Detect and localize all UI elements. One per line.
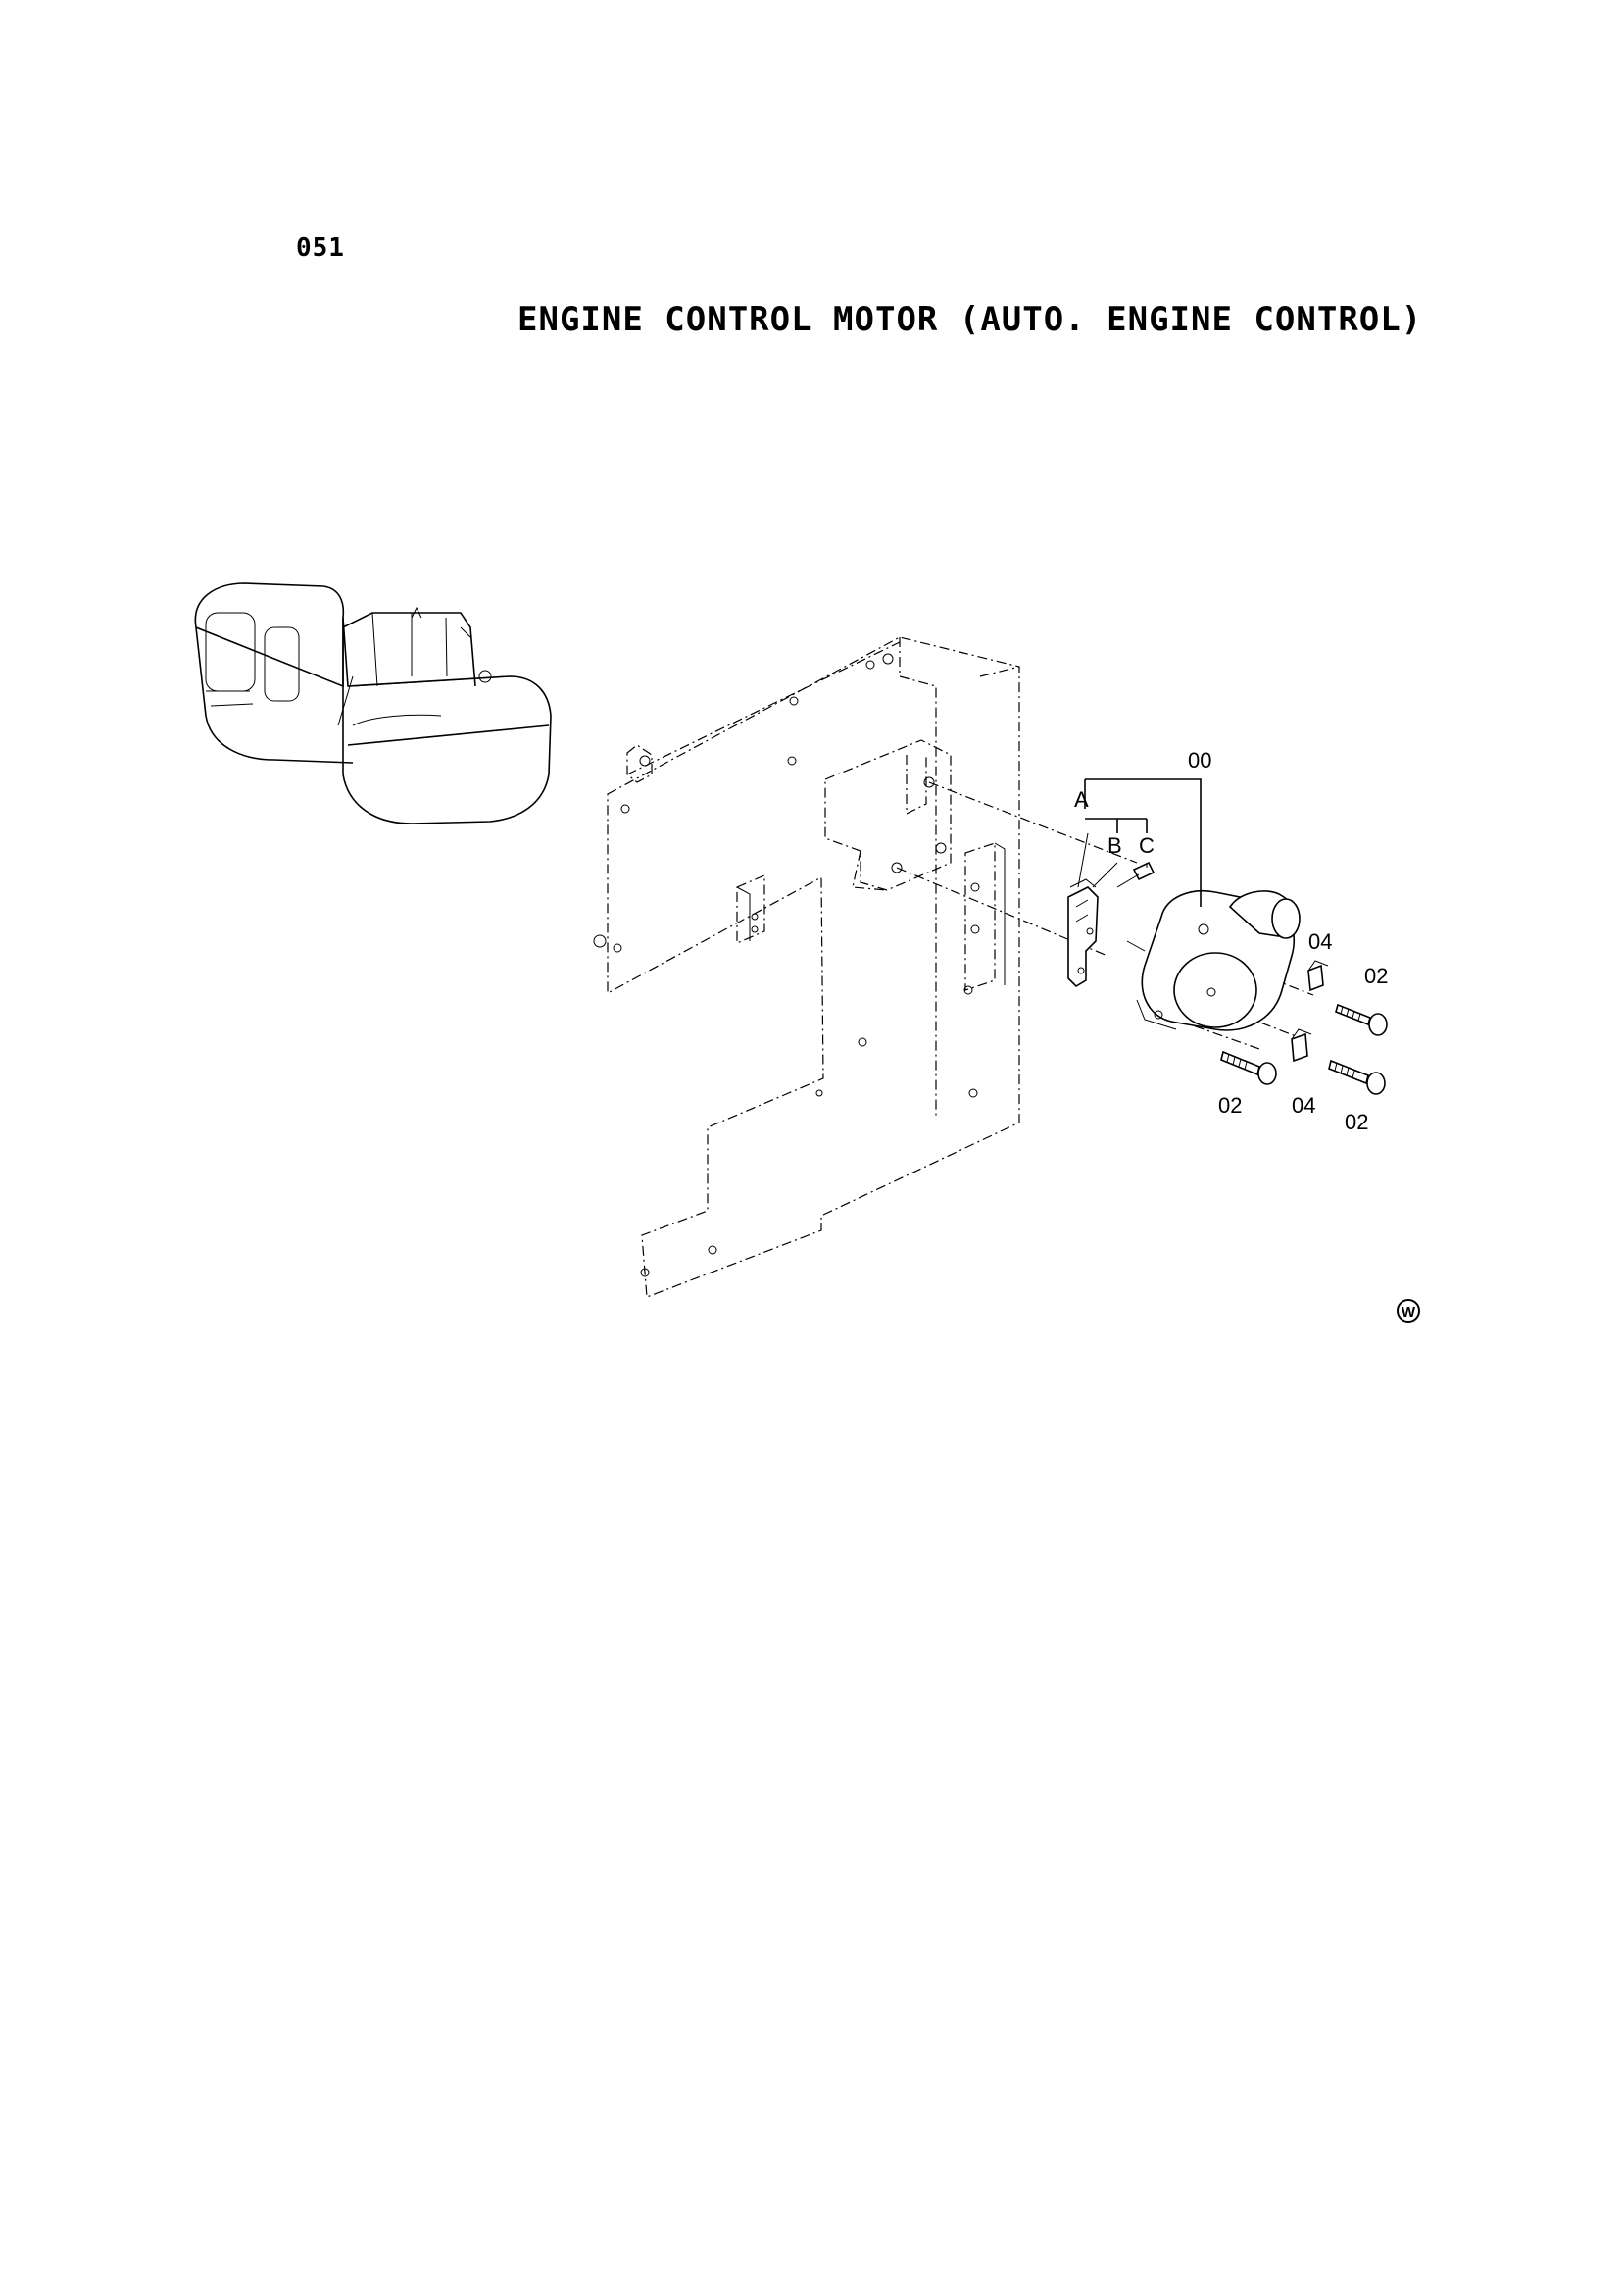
watermark-mark: W [1397, 1299, 1420, 1323]
bolt-top-right [1335, 1003, 1388, 1036]
engine-control-motor [1126, 890, 1301, 1031]
callout-bolt-bottom-left: 02 [1218, 1093, 1242, 1118]
callout-sub-a: A [1074, 787, 1089, 812]
callout-bolt-top-right: 02 [1364, 964, 1388, 988]
lever-part [1067, 878, 1099, 988]
page-number: 051 [296, 233, 345, 263]
motor-bracket [824, 739, 1006, 991]
callout-washer-bottom: 04 [1292, 1093, 1315, 1118]
page-title: ENGINE CONTROL MOTOR (AUTO. ENGINE CONTR… [517, 300, 1423, 339]
callout-assembly: 00 [1188, 748, 1211, 773]
screw-c [1116, 861, 1156, 888]
callout-leaders [1077, 778, 1202, 907]
excavator-thumbnail [194, 582, 552, 824]
watermark-letter: W [1402, 1304, 1416, 1321]
callout-washer-top: 04 [1308, 929, 1332, 954]
callout-sub-b: B [1107, 833, 1122, 858]
bolt-bottom-left [1220, 1050, 1277, 1085]
mounting-panel [593, 636, 1020, 1298]
washer-bottom [1291, 1028, 1312, 1063]
callout-bolt-bottom-right: 02 [1345, 1110, 1368, 1134]
washer-top [1307, 960, 1329, 992]
bolt-bottom-right [1328, 1059, 1386, 1095]
callout-sub-c: C [1139, 833, 1155, 858]
